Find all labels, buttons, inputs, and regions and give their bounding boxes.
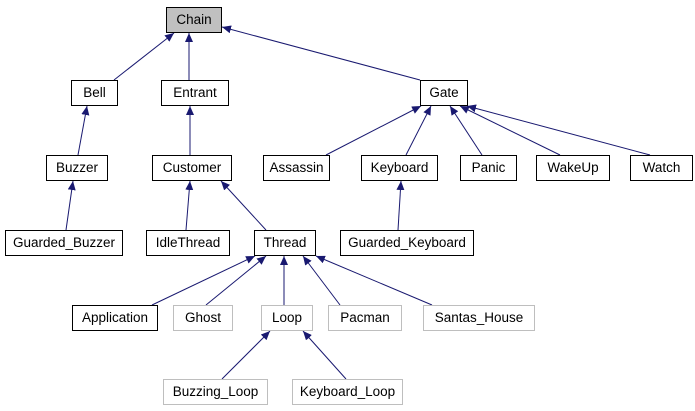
node-gate[interactable]: Gate bbox=[420, 80, 468, 106]
edge-thread-to-customer bbox=[220, 180, 267, 231]
edge-idlethread-to-customer bbox=[185, 180, 194, 231]
node-guarded_buzzer[interactable]: Guarded_Buzzer bbox=[5, 230, 123, 256]
edge-guarded_buzzer-to-buzzer bbox=[65, 180, 76, 231]
edge-keyboard_loop-to-loop bbox=[302, 330, 347, 380]
node-pacman[interactable]: Pacman bbox=[328, 305, 402, 331]
edge-buzzer-to-bell bbox=[77, 105, 90, 156]
node-idlethread[interactable]: IdleThread bbox=[146, 230, 230, 256]
node-keyboard[interactable]: Keyboard bbox=[361, 155, 438, 181]
node-thread[interactable]: Thread bbox=[254, 230, 316, 256]
node-watch[interactable]: Watch bbox=[630, 155, 693, 181]
edge-watch-to-gate bbox=[466, 104, 651, 156]
node-panic[interactable]: Panic bbox=[460, 155, 517, 181]
edge-bell-to-chain bbox=[113, 32, 175, 81]
node-assassin[interactable]: Assassin bbox=[263, 155, 330, 181]
node-buzzer[interactable]: Buzzer bbox=[46, 155, 108, 181]
node-loop[interactable]: Loop bbox=[261, 305, 313, 331]
node-entrant[interactable]: Entrant bbox=[161, 80, 229, 106]
edge-ghost-to-thread bbox=[205, 255, 267, 306]
node-application[interactable]: Application bbox=[72, 305, 158, 331]
edge-buzzing_loop-to-loop bbox=[221, 330, 271, 380]
edge-keyboard-to-gate bbox=[405, 105, 432, 156]
edge-panic-to-gate bbox=[449, 105, 483, 156]
node-keyboard_loop[interactable]: Keyboard_Loop bbox=[292, 379, 403, 405]
edge-santas_house-to-thread bbox=[315, 255, 433, 306]
node-bell[interactable]: Bell bbox=[71, 80, 118, 106]
node-chain[interactable]: Chain bbox=[166, 7, 222, 33]
edge-pacman-to-thread bbox=[302, 255, 341, 306]
node-customer[interactable]: Customer bbox=[152, 155, 232, 181]
node-santas_house[interactable]: Santas_House bbox=[423, 305, 535, 331]
edge-application-to-thread bbox=[151, 255, 256, 306]
edge-gate-to-chain bbox=[221, 25, 421, 81]
node-ghost[interactable]: Ghost bbox=[173, 305, 233, 331]
edge-guarded_keyboard-to-keyboard bbox=[396, 180, 405, 231]
edge-wakeup-to-gate bbox=[459, 105, 561, 156]
node-wakeup[interactable]: WakeUp bbox=[536, 155, 610, 181]
node-buzzing_loop[interactable]: Buzzing_Loop bbox=[163, 379, 268, 405]
edge-assassin-to-gate bbox=[325, 105, 422, 156]
node-guarded_keyboard[interactable]: Guarded_Keyboard bbox=[340, 230, 474, 256]
